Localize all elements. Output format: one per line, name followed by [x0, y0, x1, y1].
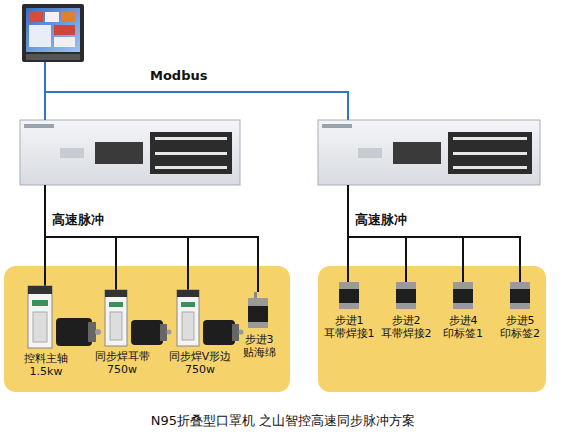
stepper-motor: [453, 282, 473, 309]
wire: [405, 237, 407, 282]
servo-motor: [203, 320, 244, 345]
wire: [45, 92, 348, 120]
device-label: 步进5 印标签2: [498, 314, 542, 340]
stepper-motor: [339, 282, 359, 309]
caption: N95折叠型口罩机 之山智控高速同步脉冲方案: [151, 412, 415, 430]
device-name: 步进1 耳带焊接1: [324, 314, 375, 340]
plc: [318, 120, 540, 185]
device-name: 同步焊耳带 750w: [95, 350, 150, 376]
servo-drive: [28, 286, 52, 348]
stepper-motor: [510, 282, 530, 309]
device-name: 步进3 贴海绵: [243, 333, 276, 359]
device-label: 控料主轴 1.5kw: [22, 352, 70, 378]
hmi-screen: [22, 4, 84, 62]
signal-name: 高速脉冲: [355, 211, 407, 229]
stepper-motor: [396, 282, 416, 309]
device-name: 步进2 耳带焊接2: [381, 314, 432, 340]
device-label: 步进4 印标签1: [441, 314, 485, 340]
device-name: 步进5 印标签2: [500, 314, 540, 340]
wire: [348, 237, 520, 282]
device-name: 步进4 印标签1: [443, 314, 483, 340]
wire: [187, 237, 189, 290]
signal-name: 高速脉冲: [52, 211, 104, 229]
wire: [44, 185, 46, 286]
servo-drive: [177, 290, 199, 346]
servo-motor: [131, 320, 172, 345]
device-label: 同步焊耳带 750w: [93, 350, 152, 376]
plc: [20, 120, 240, 185]
device-name: 同步焊V形边 750w: [169, 350, 232, 376]
device-label: 步进2 耳带焊接2: [379, 314, 434, 340]
servo-drive: [105, 290, 127, 346]
device-label: 步进3 贴海绵: [241, 333, 278, 359]
panel: [4, 266, 290, 392]
stepper-motor: [248, 292, 268, 328]
servo-motor: [56, 318, 101, 346]
device-label: 步进1 耳带焊接1: [322, 314, 377, 340]
wire: [462, 237, 464, 282]
wire: [347, 185, 349, 282]
wire: [115, 237, 117, 290]
wire: [45, 237, 258, 292]
device-label: 同步焊V形边 750w: [167, 350, 234, 376]
panel: [318, 266, 546, 392]
bus-name: Modbus: [150, 68, 207, 83]
device-name: 控料主轴 1.5kw: [24, 352, 68, 378]
